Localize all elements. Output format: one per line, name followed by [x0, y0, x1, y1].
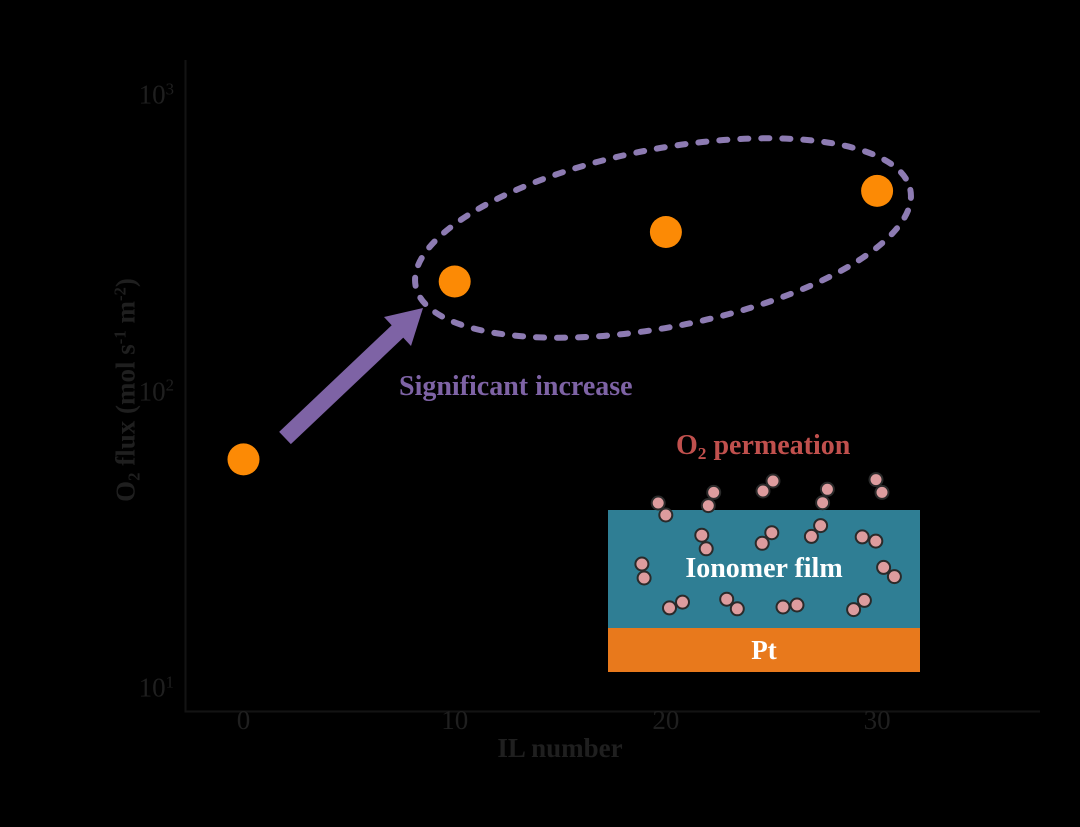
- y-tick-base: 10: [138, 376, 166, 406]
- y-tick-10e1: 101: [138, 672, 174, 704]
- o2-molecule-12-1: [729, 601, 745, 617]
- highlight-ellipse: [412, 135, 914, 341]
- o2-molecule-10-0: [876, 559, 892, 575]
- y-axis-label: O2 flux (mol s-1 m-2): [110, 278, 144, 502]
- o2-permeation-caption: O2 permeation: [676, 430, 851, 463]
- o2-molecule-4-0: [868, 472, 884, 488]
- o2-molecule-14-0: [846, 602, 862, 618]
- o2-molecule-7-1: [764, 525, 780, 541]
- o2-molecule-11-0: [662, 600, 677, 616]
- o2-molecule-11-1: [675, 594, 690, 610]
- data-point-il-20: [649, 216, 682, 248]
- o2-molecule-14-1: [856, 592, 872, 608]
- o2-caption-rest: permeation: [706, 430, 851, 461]
- o2-molecule-3-0: [819, 481, 835, 497]
- o2-molecule-0-1: [658, 507, 674, 523]
- o2-molecule-5-1: [636, 570, 652, 586]
- x-tick-10: 10: [441, 705, 469, 735]
- x-tick-20: 20: [652, 705, 680, 735]
- axis-spines: [184, 60, 1040, 713]
- o2-molecule-10-1: [886, 569, 902, 585]
- increase-arrow-head: [384, 308, 423, 346]
- y-tick-base: 10: [138, 79, 166, 110]
- pt-layer-rect: [608, 628, 920, 672]
- data-points: [227, 174, 894, 476]
- o2-molecule-13-1: [789, 597, 805, 613]
- y-tick-base: 10: [138, 672, 166, 703]
- data-point-il-30: [861, 174, 894, 207]
- inset-diagram: [608, 472, 920, 672]
- data-point-il-10: [438, 265, 471, 298]
- x-tick-30: 30: [863, 705, 891, 735]
- o2-molecule-1-1: [700, 498, 716, 514]
- o2-molecule-4-1: [874, 484, 890, 500]
- y-tick-10e3: 103: [138, 79, 174, 111]
- o2-molecule-8-0: [803, 528, 819, 544]
- y-tick-10e2: 102: [139, 376, 174, 407]
- o2-molecule-6-1: [698, 541, 714, 557]
- o2-caption-sub2: 2: [697, 443, 707, 463]
- significant-increase-annotation: Significant increase: [399, 371, 633, 402]
- y-label-end: ): [110, 278, 141, 288]
- y-tick-exponent: 1: [165, 672, 174, 692]
- o2-molecule-9-0: [854, 529, 870, 545]
- y-tick-exponent: 2: [165, 375, 174, 395]
- increase-arrow-shaft: [279, 323, 405, 445]
- x-axis-label: IL number: [497, 733, 623, 763]
- o2-molecule-2-0: [755, 483, 771, 499]
- o2-molecule-13-0: [775, 599, 791, 615]
- o2-molecule-3-1: [815, 495, 831, 511]
- y-tick-exponent: 3: [165, 79, 174, 99]
- y-label-sup2: -2: [110, 287, 130, 302]
- o2-molecule-9-1: [868, 533, 884, 549]
- o2-molecule-2-1: [765, 473, 781, 489]
- y-label-mid1: flux (mol s: [110, 344, 141, 473]
- y-label-sup1: -1: [110, 330, 130, 345]
- o2-molecule-5-0: [634, 556, 650, 572]
- o2-molecules: [634, 472, 902, 618]
- increase-arrow: [279, 308, 423, 445]
- o2-molecule-0-0: [650, 495, 666, 511]
- pt-label: Pt: [751, 634, 777, 665]
- o2-molecule-12-0: [719, 591, 735, 607]
- o2-molecule-1-0: [706, 484, 722, 500]
- data-point-il-0: [227, 443, 260, 476]
- ionomer-film-label: Ionomer film: [685, 553, 843, 584]
- o2-molecule-8-1: [813, 518, 829, 534]
- o2-molecule-6-0: [694, 527, 710, 543]
- o2-molecule-7-0: [754, 535, 770, 551]
- o2-caption-O: O: [676, 430, 698, 461]
- ionomer-film-rect: [608, 510, 920, 628]
- y-label-mid2: m: [110, 301, 141, 331]
- y-label-sub2: 2: [124, 472, 144, 481]
- y-label-O: O: [110, 480, 141, 502]
- x-tick-0: 0: [236, 705, 251, 735]
